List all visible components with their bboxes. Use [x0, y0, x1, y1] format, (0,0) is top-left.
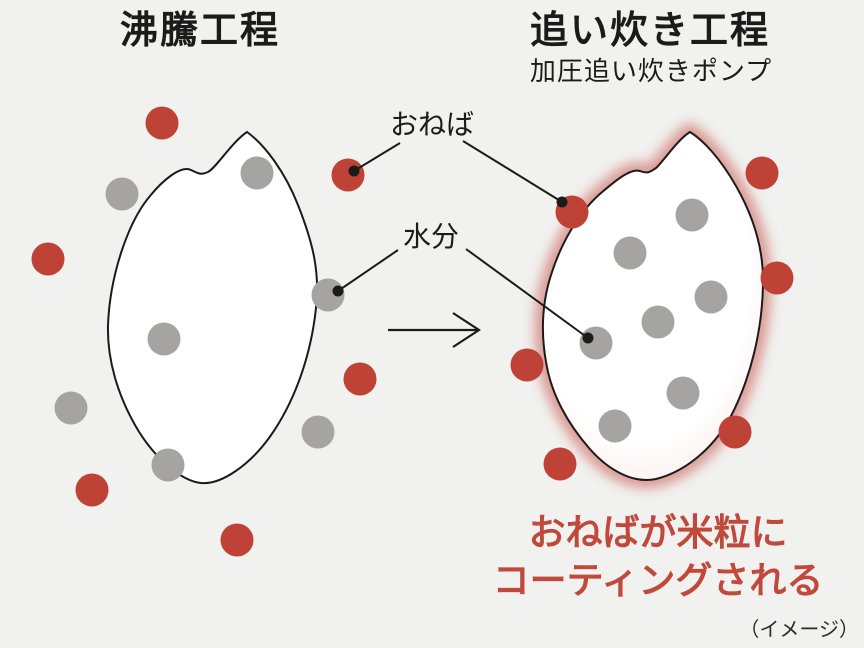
- oneba-right-callout-line: [462, 140, 563, 203]
- left-moisture-dots: [54, 156, 345, 482]
- moisture-dot: [151, 448, 185, 482]
- oneba-dot: [718, 415, 752, 449]
- right-process-title: 追い炊き工程: [529, 10, 771, 52]
- process-arrow-head: [452, 312, 482, 348]
- oneba-dot: [510, 348, 544, 382]
- oneba-label: おねば: [389, 109, 475, 140]
- oneba-dot: [331, 158, 365, 192]
- water-left-callout-line: [337, 249, 399, 292]
- oneba-dot: [745, 156, 779, 190]
- coating-caption-line2: コーティングされる: [492, 560, 824, 601]
- right-process-subtitle: 加圧追い炊きポンプ: [529, 56, 773, 86]
- water-left-anchor-dot: [332, 285, 344, 297]
- oneba-dot: [145, 106, 179, 140]
- right-moisture-dots: [579, 198, 728, 443]
- moisture-dot: [613, 236, 647, 270]
- callout-lines: [332, 140, 594, 344]
- moisture-dot: [240, 156, 274, 190]
- oneba-dot: [343, 362, 377, 396]
- left-process-title: 沸騰工程: [119, 10, 281, 52]
- moisture-dot: [301, 415, 335, 449]
- oneba-left-anchor-dot: [348, 165, 360, 177]
- moisture-dot: [666, 376, 700, 410]
- moisture-dot: [54, 391, 88, 425]
- process-arrow: [388, 312, 482, 348]
- oneba-dot: [760, 261, 794, 295]
- oneba-dot: [220, 523, 254, 557]
- oneba-right-anchor-dot: [556, 196, 568, 208]
- left-rice-grain-shape: [106, 130, 319, 485]
- right-oneba-dots: [510, 156, 794, 481]
- moisture-dot: [641, 305, 675, 339]
- moisture-dot: [105, 177, 139, 211]
- water-label: 水分: [402, 221, 460, 252]
- left-oneba-dots: [31, 106, 377, 557]
- oneba-left-callout-line: [353, 142, 401, 172]
- image-disclaimer: （イメージ）: [739, 619, 859, 641]
- moisture-dot: [147, 322, 181, 356]
- oneba-dot: [75, 473, 109, 507]
- coating-caption: おねばが米粒に コーティングされる: [493, 509, 824, 605]
- moisture-dot: [675, 198, 709, 232]
- oneba-dot: [543, 447, 577, 481]
- water-right-callout-line: [465, 248, 589, 339]
- moisture-dot: [694, 280, 728, 314]
- moisture-dot: [579, 326, 613, 360]
- oneba-dot: [31, 242, 65, 276]
- water-right-anchor-dot: [582, 332, 594, 344]
- moisture-dot: [598, 409, 632, 443]
- coating-caption-line1: おねばが米粒に: [528, 512, 788, 553]
